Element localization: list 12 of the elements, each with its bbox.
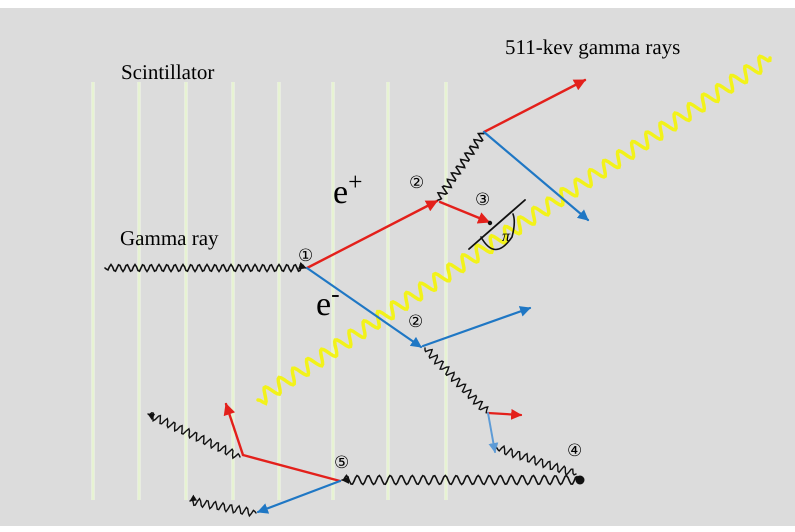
callout-number: ① xyxy=(298,247,313,264)
gamma-rays-label: 511-kev gamma rays xyxy=(505,37,680,58)
callout-number: ② xyxy=(408,313,423,330)
callout-number: ④ xyxy=(567,442,582,459)
callout-number: ③ xyxy=(475,191,490,208)
positron-label: e$^{+}$ xyxy=(333,176,362,210)
electron-label: e$^{-}$ xyxy=(316,288,340,322)
scintillator-label: Scintillator xyxy=(121,62,214,83)
callout-number: ⑤ xyxy=(334,454,349,471)
gamma-ray-label: Gamma ray xyxy=(120,228,219,249)
angle-label: π xyxy=(502,229,510,245)
callout-number: ② xyxy=(409,174,424,191)
